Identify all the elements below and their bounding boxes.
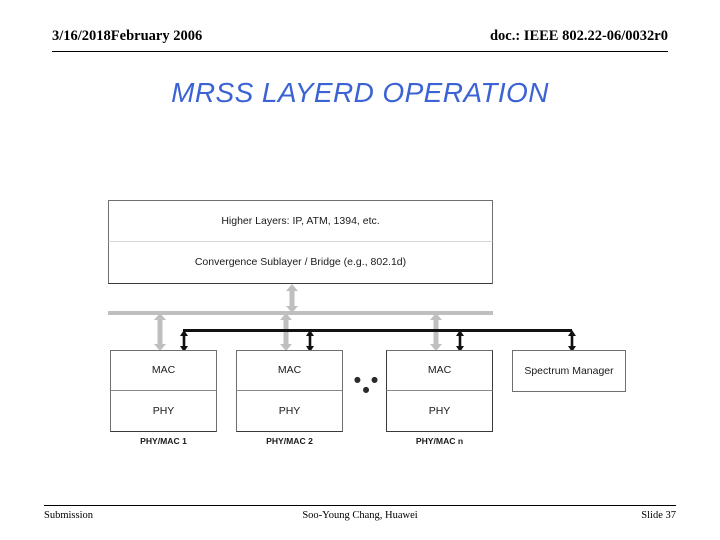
higher-layers-box: Higher Layers: IP, ATM, 1394, etc. xyxy=(108,200,493,242)
phy-box-n: PHY xyxy=(386,391,493,432)
header-divider xyxy=(52,51,668,52)
arrow-gray-bus-to-mac-1 xyxy=(152,313,168,351)
mac-box-2: MAC xyxy=(236,350,343,391)
arrow-black-bus-to-mac-1 xyxy=(178,330,190,352)
stack-caption-n: PHY/MAC n xyxy=(415,436,464,446)
stack-caption-1: PHY/MAC 1 xyxy=(140,436,187,446)
phy-box-1: PHY xyxy=(110,391,217,432)
footer-divider xyxy=(44,505,676,506)
ellipsis-indicator: • • • xyxy=(353,369,381,402)
header-date: 3/16/2018February 2006 xyxy=(52,28,203,44)
footer-slide-number: Slide 37 xyxy=(641,510,676,521)
arrow-black-bus-to-mac-n xyxy=(454,330,466,352)
arrow-convergence-to-gray-bus xyxy=(284,284,300,313)
mac-box-n: MAC xyxy=(386,350,493,391)
footer-submission-label: Submission xyxy=(44,510,94,521)
stack-caption-2: PHY/MAC 2 xyxy=(266,436,313,446)
footer-author-label: Soo-Young Chang, Huawei xyxy=(302,510,418,521)
phy-box-2: PHY xyxy=(236,391,343,432)
mac-box-1: MAC xyxy=(110,350,217,391)
gray-bus-line xyxy=(108,311,493,315)
page-title: MRSS LAYERD OPERATION xyxy=(171,77,549,108)
header-doc-reference: doc.: IEEE 802.22-06/0032r0 xyxy=(489,28,668,44)
slide-header: 3/16/2018February 2006 doc.: IEEE 802.22… xyxy=(52,28,668,52)
arrow-black-bus-to-spectrum-manager xyxy=(566,330,578,352)
spectrum-manager-box: Spectrum Manager xyxy=(512,350,626,392)
slide-footer: Submission Soo-Young Chang, Huawei Slide… xyxy=(44,510,676,528)
black-bus-line xyxy=(183,329,572,333)
convergence-sublayer-box: Convergence Sublayer / Bridge (e.g., 802… xyxy=(108,242,493,284)
arrow-black-bus-to-mac-2 xyxy=(304,330,316,352)
